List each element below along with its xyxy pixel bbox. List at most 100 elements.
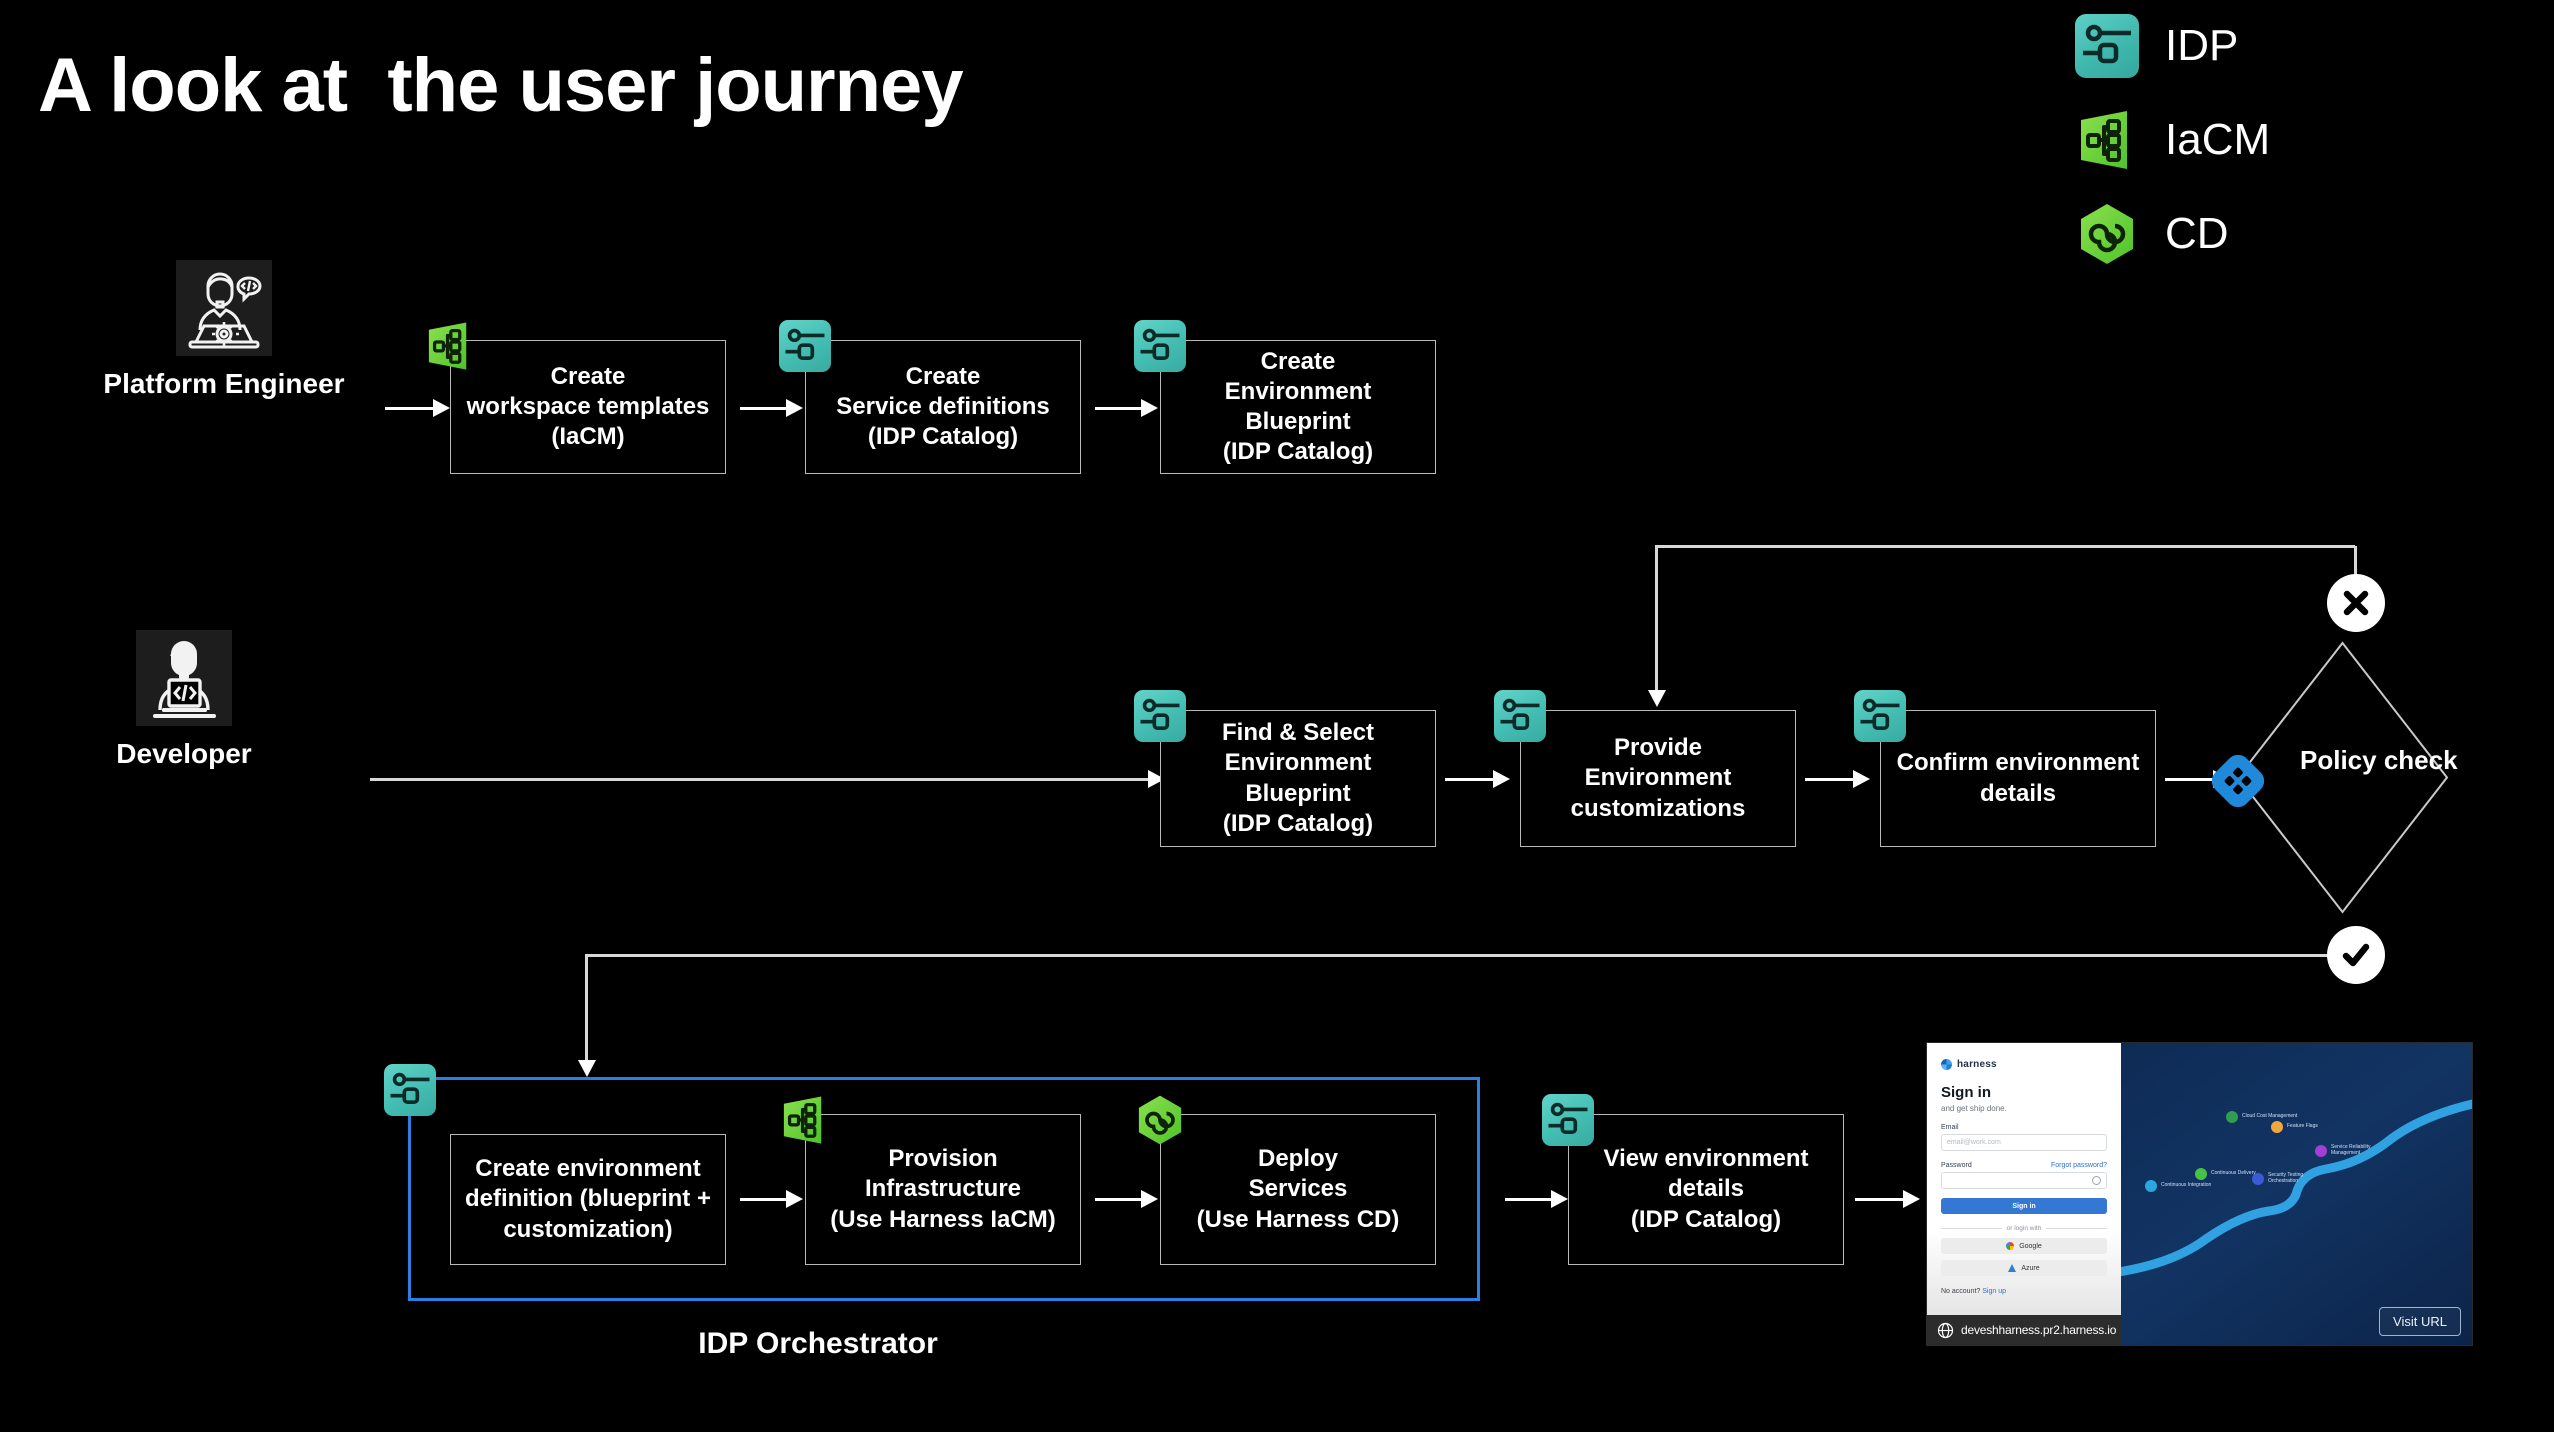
- step-provision-infrastructure[interactable]: Provision Infrastructure (Use Harness Ia…: [805, 1114, 1081, 1265]
- cd-icon: [2075, 202, 2139, 266]
- connector-line: [1505, 1198, 1555, 1201]
- legend-item-idp: IDP: [2075, 14, 2270, 78]
- orchestrator-label: IDP Orchestrator: [698, 1327, 938, 1360]
- eye-icon[interactable]: [2092, 1176, 2101, 1185]
- approve-check-icon: [2327, 926, 2385, 984]
- signin-title: Sign in: [1941, 1084, 1991, 1101]
- oauth-azure-button[interactable]: Azure: [1941, 1260, 2107, 1276]
- connector-arrowhead: [1493, 770, 1510, 788]
- hero-node-label: Cloud Cost Management: [2242, 1113, 2298, 1120]
- hero-panel: Continuous Integration Continuous Delive…: [2121, 1043, 2472, 1345]
- hero-node-label: Security Testing Orchestration: [2268, 1172, 2304, 1184]
- persona-label-developer: Developer: [116, 738, 252, 769]
- forgot-password-link[interactable]: Forgot password?: [2050, 1162, 2107, 1169]
- step-label: View environment details (IDP Catalog): [1603, 1145, 1809, 1233]
- iacm-icon: [779, 1094, 831, 1146]
- oauth-google-button[interactable]: Google: [1941, 1238, 2107, 1254]
- orchestrator-group: [408, 1077, 1480, 1301]
- divider-line: [2046, 1228, 2107, 1229]
- hero-node-icon: [2226, 1111, 2238, 1123]
- step-create-environment-definition[interactable]: Create environment definition (blueprint…: [450, 1134, 726, 1265]
- connector-arrowhead: [1551, 1190, 1568, 1208]
- legend: IDP IaCM: [2075, 14, 2270, 266]
- connector-arrowhead: [786, 399, 803, 417]
- harness-logo: harness: [1941, 1059, 2107, 1070]
- hero-node-icon: [2145, 1180, 2157, 1192]
- no-account-text: No account? Sign up: [1941, 1288, 2107, 1295]
- legend-label-idp: IDP: [2165, 21, 2239, 70]
- connector-line: [1095, 407, 1145, 410]
- legend-item-cd: CD: [2075, 202, 2270, 266]
- step-confirm-environment-details[interactable]: Confirm environment details: [1880, 710, 2156, 847]
- connector-arrowhead: [1648, 690, 1666, 707]
- idp-icon: [1542, 1094, 1594, 1146]
- decision-policy-check[interactable]: [2235, 640, 2450, 915]
- step-label: Create workspace templates (IaCM): [466, 362, 710, 451]
- step-create-environment-blueprint[interactable]: Create Environment Blueprint (IDP Catalo…: [1160, 340, 1436, 474]
- connector-arrowhead: [578, 1060, 596, 1077]
- oauth-azure-label: Azure: [2021, 1264, 2040, 1272]
- platform-engineer-avatar-icon: [176, 260, 272, 356]
- connector-line: [585, 954, 2335, 957]
- hero-node-cd: Continuous Delivery: [2195, 1168, 2256, 1180]
- hero-node-label: Service Reliability Management: [2331, 1144, 2371, 1156]
- hero-path-graphic: [2121, 1099, 2472, 1277]
- step-provide-environment-customizations[interactable]: Provide Environment customizations: [1520, 710, 1796, 847]
- connector-line: [2354, 546, 2357, 578]
- step-label: Find & Select Environment Blueprint (IDP…: [1221, 719, 1375, 837]
- url-bar: deveshharness.pr2.harness.io: [1927, 1315, 2121, 1345]
- step-deploy-services[interactable]: Deploy Services (Use Harness CD): [1160, 1114, 1436, 1265]
- email-label: Email: [1941, 1124, 1959, 1131]
- idp-icon: [1134, 320, 1186, 372]
- persona-developer: Developer: [84, 630, 284, 770]
- idp-icon: [1854, 690, 1906, 742]
- step-view-environment-details[interactable]: View environment details (IDP Catalog): [1568, 1114, 1844, 1265]
- signin-button[interactable]: Sign in: [1941, 1198, 2107, 1214]
- connector-line: [1655, 545, 1658, 693]
- password-field[interactable]: [1941, 1172, 2107, 1189]
- step-label: Deploy Services (Use Harness CD): [1196, 1145, 1400, 1233]
- step-label: Create Service definitions (IDP Catalog): [836, 362, 1050, 451]
- connector-line: [1095, 1198, 1145, 1201]
- hero-node-srm: Service Reliability Management: [2315, 1144, 2387, 1157]
- connector-arrowhead: [1141, 1190, 1158, 1208]
- developer-avatar-icon: [136, 630, 232, 726]
- step-find-select-environment-blueprint[interactable]: Find & Select Environment Blueprint (IDP…: [1160, 710, 1436, 847]
- hero-node-icon: [2271, 1121, 2283, 1133]
- connector-arrowhead: [786, 1190, 803, 1208]
- hero-node-label: Feature Flags: [2287, 1123, 2318, 1130]
- app-screenshot-thumbnail[interactable]: harness Sign in and get ship done. Email…: [1927, 1043, 2472, 1345]
- visit-url-button[interactable]: Visit URL: [2379, 1307, 2461, 1336]
- signin-subtitle: and get ship done.: [1941, 1104, 2007, 1113]
- idp-icon: [384, 1064, 436, 1116]
- step-label: Create Environment Blueprint (IDP Catalo…: [1222, 347, 1374, 466]
- connector-line: [2165, 778, 2217, 781]
- email-placeholder: email@work.com: [1947, 1139, 2001, 1146]
- decision-label: Policy check: [2300, 745, 2458, 775]
- step-label: Provision Infrastructure (Use Harness Ia…: [830, 1145, 1056, 1233]
- connector-line: [1445, 778, 1497, 781]
- idp-icon: [779, 320, 831, 372]
- hero-node-ccm: Cloud Cost Management: [2226, 1111, 2297, 1123]
- step-create-service-definitions[interactable]: Create Service definitions (IDP Catalog): [805, 340, 1081, 474]
- connector-line: [740, 407, 790, 410]
- sign-up-link[interactable]: Sign up: [1982, 1288, 2007, 1295]
- connector-line: [1655, 545, 2355, 548]
- hero-node-ci: Continuous Integration: [2145, 1180, 2211, 1192]
- connector-arrowhead: [1903, 1190, 1920, 1208]
- opa-policy-icon: [2209, 752, 2267, 810]
- legend-label-iacm: IaCM: [2165, 115, 2271, 164]
- idp-icon: [2075, 14, 2139, 78]
- legend-label-cd: CD: [2165, 209, 2229, 258]
- no-account-label: No account?: [1941, 1288, 1981, 1295]
- reject-x-icon: [2327, 574, 2385, 632]
- legend-item-iacm: IaCM: [2075, 108, 2270, 172]
- iacm-icon: [2075, 108, 2139, 172]
- step-create-workspace-templates[interactable]: Create workspace templates (IaCM): [450, 340, 726, 474]
- hero-node-icon: [2195, 1168, 2207, 1180]
- connector-line: [740, 1198, 790, 1201]
- email-field[interactable]: email@work.com: [1941, 1134, 2107, 1151]
- connector-arrowhead: [1141, 399, 1158, 417]
- connector-line: [370, 778, 1160, 781]
